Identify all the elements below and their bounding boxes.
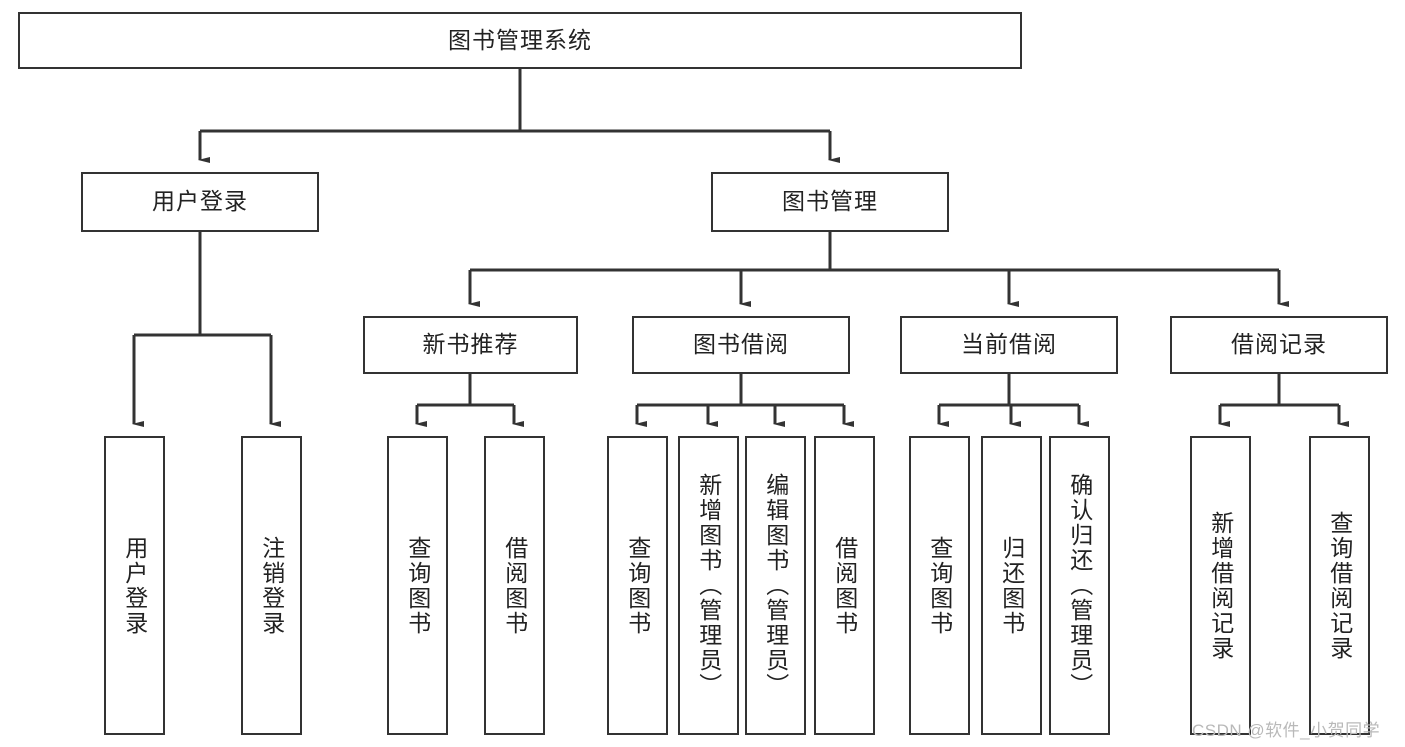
leaf-label: 查询借阅记录 bbox=[1326, 510, 1353, 661]
node-borrow-record-label: 借阅记录 bbox=[1231, 331, 1327, 358]
leaf-query-borrow-record[interactable]: 查询借阅记录 bbox=[1309, 436, 1370, 735]
leaf-query-book-recommend[interactable]: 查询图书 bbox=[387, 436, 448, 735]
leaf-label: 编辑图书（管理员） bbox=[762, 473, 789, 698]
node-book-borrow[interactable]: 图书借阅 bbox=[632, 316, 850, 374]
leaf-borrow-book-recommend[interactable]: 借阅图书 bbox=[484, 436, 545, 735]
node-user-login-label: 用户登录 bbox=[152, 188, 248, 215]
leaf-confirm-return-admin[interactable]: 确认归还（管理员） bbox=[1049, 436, 1110, 735]
leaf-label: 注销登录 bbox=[258, 535, 285, 636]
leaf-label: 归还图书 bbox=[998, 535, 1025, 636]
node-book-management-label: 图书管理 bbox=[782, 188, 878, 215]
node-book-management[interactable]: 图书管理 bbox=[711, 172, 949, 232]
node-root-label: 图书管理系统 bbox=[448, 26, 592, 53]
leaf-label: 借阅图书 bbox=[831, 535, 858, 636]
leaf-return-book[interactable]: 归还图书 bbox=[981, 436, 1042, 735]
leaf-label: 用户登录 bbox=[121, 535, 148, 636]
leaf-edit-book-admin[interactable]: 编辑图书（管理员） bbox=[745, 436, 806, 735]
node-user-login[interactable]: 用户登录 bbox=[81, 172, 319, 232]
leaf-label: 确认归还（管理员） bbox=[1066, 473, 1093, 698]
leaf-label: 借阅图书 bbox=[501, 535, 528, 636]
leaf-query-book-current[interactable]: 查询图书 bbox=[909, 436, 970, 735]
leaf-add-borrow-record[interactable]: 新增借阅记录 bbox=[1190, 436, 1251, 735]
node-new-book-recommend[interactable]: 新书推荐 bbox=[363, 316, 578, 374]
node-current-borrow[interactable]: 当前借阅 bbox=[900, 316, 1118, 374]
node-book-borrow-label: 图书借阅 bbox=[693, 331, 789, 358]
csdn-watermark: CSDN @软件_小贺同学 bbox=[1192, 721, 1381, 740]
leaf-label: 新增图书（管理员） bbox=[695, 473, 722, 698]
leaf-query-book-borrow[interactable]: 查询图书 bbox=[607, 436, 668, 735]
leaf-label: 查询图书 bbox=[624, 535, 651, 636]
leaf-label: 新增借阅记录 bbox=[1207, 510, 1234, 661]
node-borrow-record[interactable]: 借阅记录 bbox=[1170, 316, 1388, 374]
leaf-borrow-book[interactable]: 借阅图书 bbox=[814, 436, 875, 735]
leaf-label: 查询图书 bbox=[926, 535, 953, 636]
node-current-borrow-label: 当前借阅 bbox=[961, 331, 1057, 358]
node-root[interactable]: 图书管理系统 bbox=[18, 12, 1022, 69]
leaf-user-logout[interactable]: 注销登录 bbox=[241, 436, 302, 735]
leaf-label: 查询图书 bbox=[404, 535, 431, 636]
leaf-add-book-admin[interactable]: 新增图书（管理员） bbox=[678, 436, 739, 735]
leaf-user-login[interactable]: 用户登录 bbox=[104, 436, 165, 735]
node-new-book-recommend-label: 新书推荐 bbox=[422, 331, 519, 358]
